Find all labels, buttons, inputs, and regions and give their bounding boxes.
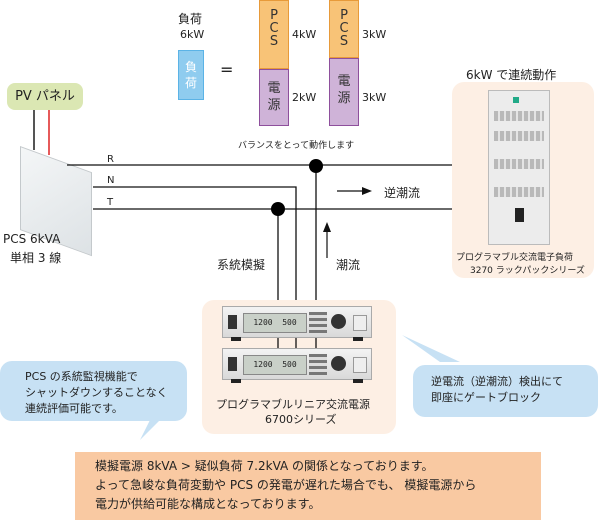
power-value-case1: 2kW — [292, 91, 317, 104]
load-rack-device — [488, 90, 550, 245]
psu-display: 1200 500 — [243, 313, 307, 333]
equals-sign: = — [220, 60, 234, 79]
psu-outlet — [353, 315, 367, 331]
label-t: T — [107, 197, 114, 208]
power-switch — [228, 315, 237, 329]
bubble-right-tail — [402, 335, 460, 362]
reverse-flow-label: 逆潮流 — [384, 186, 421, 200]
bubble-right-line: 逆電流（逆潮流）検出にて — [431, 375, 563, 388]
bottom-note-line: 電力が供給可能な構成となっております。 — [95, 497, 321, 511]
power-value-case2: 3kW — [362, 91, 387, 104]
load-rack-heading: 6kW で連続動作 — [466, 68, 557, 82]
bubble-left-tail — [140, 420, 160, 440]
label-n: N — [107, 175, 115, 186]
rack-module-row — [494, 111, 544, 121]
power-supply-unit-1: 1200 500 — [222, 306, 372, 341]
power-bar-case1: 電源 — [259, 69, 289, 126]
pcs-value-case2: 3kW — [362, 28, 387, 41]
reverse-flow-arrowhead — [362, 187, 372, 195]
rack-module-row — [494, 131, 544, 141]
bubble-left-line: 連続評価可能です。 — [25, 402, 123, 415]
load-value: 6kW — [180, 28, 205, 41]
forward-flow-label: 潮流 — [336, 258, 361, 272]
psu-display: 1200 500 — [243, 355, 307, 375]
power-switch — [228, 357, 237, 371]
psu-knob — [331, 356, 346, 371]
junction-r — [309, 159, 323, 173]
balance-caption: バランスをとって動作します — [238, 141, 355, 151]
load-rack-caption-2: 3270 ラックパックシリーズ — [470, 266, 585, 276]
psu-keypad — [309, 354, 327, 376]
bottom-note: 模擬電源 8kVA > 疑似負荷 7.2kVA の関係となっております。 よって… — [75, 452, 541, 520]
bubble-left-line: シャットダウンすることなく — [25, 386, 168, 399]
bubble-left-line: PCS の系統監視機能で — [25, 370, 138, 383]
rack-indicator — [513, 97, 519, 103]
rack-power-switch — [515, 208, 524, 222]
label-r: R — [107, 154, 114, 165]
rack-module-row — [494, 187, 544, 197]
power-supply-unit-2: 1200 500 — [222, 348, 372, 383]
power-supply-caption-1: プログラマブルリニア交流電源 — [216, 398, 370, 411]
power-bar-case2: 電源 — [329, 58, 359, 126]
bubble-right-line: 即座にゲートブロック — [431, 391, 541, 404]
pv-panel-box: PV パネル — [7, 83, 83, 110]
psu-foot — [231, 337, 241, 341]
psu-keypad — [309, 312, 327, 334]
junction-t — [271, 202, 285, 216]
line-n — [93, 186, 297, 318]
info-bubble-left: PCS の系統監視機能で シャットダウンすることなく 連続評価可能です。 — [0, 361, 187, 421]
psu-knob — [331, 314, 346, 329]
grid-sim-label: 系統模擬 — [217, 258, 266, 272]
power-supply-caption-2: 6700シリーズ — [265, 413, 337, 426]
psu-outlet — [353, 357, 367, 373]
pcs-bar-case1: PCS — [259, 0, 289, 69]
pcs-value-case1: 4kW — [292, 28, 317, 41]
load-rack-caption-1: プログラマブル交流電子負荷 — [456, 253, 574, 263]
bottom-note-line: 模擬電源 8kVA > 疑似負荷 7.2kVA の関係となっております。 — [95, 459, 434, 473]
pcs-bar-case2: PCS — [329, 0, 359, 58]
load-heading: 負荷 — [178, 12, 203, 26]
info-bubble-right: 逆電流（逆潮流）検出にて 即座にゲートブロック — [413, 365, 598, 417]
bottom-note-line: よって急峻な負荷変動や PCS の発電が遅れた場合でも、 模擬電源から — [95, 478, 477, 492]
rack-module-row — [494, 159, 544, 169]
psu-foot — [231, 379, 241, 383]
psu-foot — [353, 337, 363, 341]
load-box: 負荷 — [178, 50, 204, 100]
forward-flow-arrowhead — [323, 222, 331, 232]
psu-foot — [353, 379, 363, 383]
pcs-spec-line1: PCS 6kVA — [3, 232, 61, 246]
pcs-spec-line2: 単相 3 線 — [10, 251, 62, 265]
